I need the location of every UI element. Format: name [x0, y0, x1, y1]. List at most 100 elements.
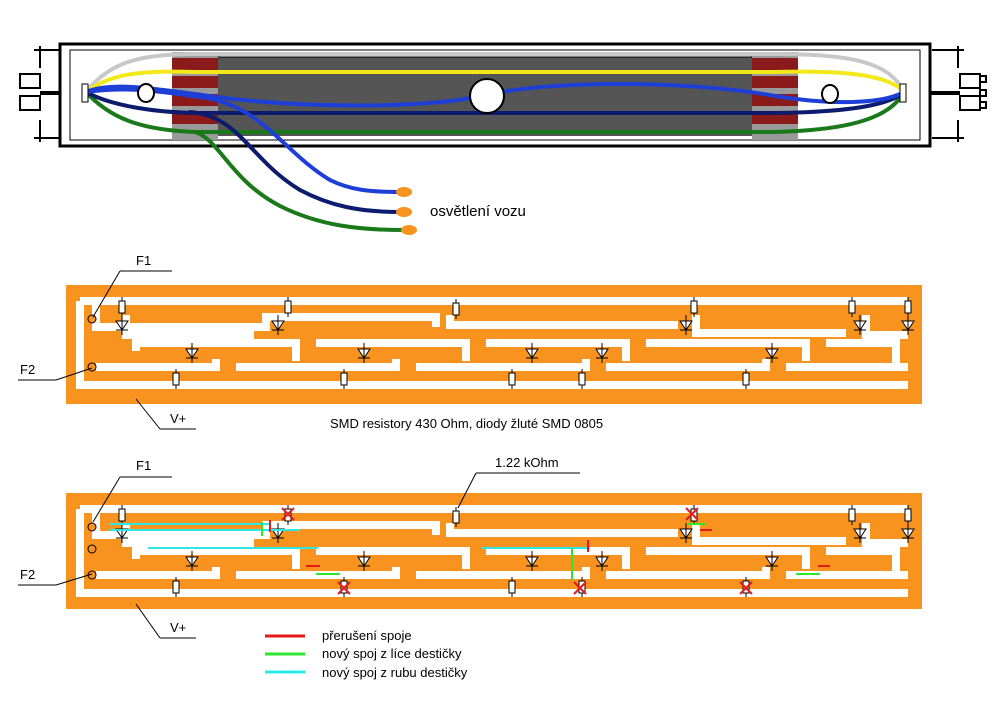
- resistor-icon: [452, 299, 460, 319]
- legend: přerušení spoje nový spoj z líce destičk…: [265, 628, 468, 680]
- pcb-gap: [96, 359, 220, 371]
- legend-label-cut: přerušení spoje: [322, 628, 412, 643]
- resistor-icon: [118, 297, 126, 317]
- removed-part-cross-icon: [573, 581, 587, 595]
- wire-out-navy: [188, 110, 402, 214]
- coupler-right-icon: [930, 46, 987, 142]
- led-diode-icon: [595, 551, 609, 571]
- pcb-gap: [646, 339, 810, 361]
- removed-part-cross-icon: [281, 507, 295, 521]
- wire-gray: [84, 52, 906, 94]
- label-f1: F1: [136, 253, 151, 268]
- pcb-gap: [316, 547, 470, 569]
- led-diode-icon: [901, 523, 915, 543]
- label-vplus: V+: [170, 411, 186, 426]
- removed-part-cross-icon: [685, 507, 699, 521]
- resistor-icon: [508, 369, 516, 389]
- connector-right: [752, 52, 798, 140]
- led-diode-icon: [679, 315, 693, 335]
- wire-green: [84, 90, 906, 134]
- mount-hole-right: [821, 84, 839, 104]
- led-diode-icon: [853, 315, 867, 335]
- pcb-gap: [76, 509, 908, 597]
- pcb-gap: [306, 521, 440, 535]
- led-diode-icon: [765, 343, 779, 363]
- pcb-gap: [416, 359, 590, 371]
- pcb-gap: [486, 339, 630, 361]
- resistor-icon: [904, 297, 912, 317]
- led-diode-icon: [595, 343, 609, 363]
- wire-out-green: [193, 130, 406, 232]
- pcb-gap: [826, 339, 900, 365]
- lighting-caption: osvětlení vozu: [430, 203, 526, 220]
- mount-hole-center: [469, 78, 505, 114]
- removed-part-cross-icon: [337, 581, 351, 595]
- mount-hole-left: [137, 83, 155, 103]
- led-diode-icon: [765, 551, 779, 571]
- pcb-gap: [132, 339, 300, 361]
- pcb-gap: [416, 567, 590, 579]
- led-diode-icon: [271, 315, 285, 335]
- pcb-gap: [132, 547, 300, 569]
- coupler-left-icon: [19, 46, 60, 142]
- pcb-gap: [692, 523, 846, 545]
- wire-yellow: [84, 69, 906, 94]
- led-diode-icon: [185, 551, 199, 571]
- led-diode-icon: [525, 343, 539, 363]
- pcb-gap: [692, 315, 846, 337]
- resistor-icon: [848, 297, 856, 317]
- wire-navy: [84, 90, 906, 115]
- pcb-gap: [316, 339, 470, 361]
- coach-wiring: osvětlení vozu: [19, 42, 987, 235]
- led-diode-icon: [525, 551, 539, 571]
- solder-pad: [87, 522, 97, 532]
- resistor-icon: [690, 297, 698, 317]
- pcb-modified: F1 F2 V+ 1.22 kOhm: [18, 455, 922, 639]
- resistor-icon: [742, 369, 750, 389]
- led-diode-icon: [901, 315, 915, 335]
- pcb-gap: [446, 523, 666, 537]
- led-diode-icon: [679, 523, 693, 543]
- resistor-icon: [340, 369, 348, 389]
- resistor-icon: [172, 369, 180, 389]
- pcb-original: F1 F2 V+ SMD resistory 430 Ohm, diody žl…: [18, 253, 922, 431]
- resistor-note: 1.22 kOhm: [495, 455, 559, 470]
- solder-pad: [87, 314, 97, 324]
- wire-plug-icon: [396, 187, 417, 235]
- resistor-icon: [578, 369, 586, 389]
- resistor-icon: [284, 297, 292, 317]
- led-diode-icon: [185, 343, 199, 363]
- pcb-gap: [606, 567, 770, 579]
- solder-pad: [87, 544, 97, 554]
- led-diode-icon: [853, 523, 867, 543]
- coach-inner-frame: [69, 49, 921, 141]
- label-f2: F2: [20, 362, 35, 377]
- resistor-icon: [452, 507, 460, 527]
- pcb-gap: [306, 313, 440, 327]
- pcb-gap: [826, 547, 900, 573]
- resistor-icon: [508, 577, 516, 597]
- pcb-gap: [76, 301, 908, 389]
- resistor-icon: [904, 505, 912, 525]
- led-diode-icon: [271, 523, 285, 543]
- led-diode-icon: [357, 343, 371, 363]
- resistor-icon: [848, 505, 856, 525]
- led-diode-icon: [357, 551, 371, 571]
- legend-label-front: nový spoj z líce destičky: [322, 646, 462, 661]
- label-vplus: V+: [170, 620, 186, 635]
- pcb-gap: [606, 359, 770, 371]
- removed-part-cross-icon: [739, 581, 753, 595]
- pcb-gap: [646, 547, 810, 569]
- wire-out-blue: [188, 94, 402, 194]
- pcb-gap: [446, 315, 666, 329]
- pcb-gap: [486, 547, 630, 569]
- led-diode-icon: [115, 315, 129, 335]
- pcb-caption: SMD resistory 430 Ohm, diody žluté SMD 0…: [330, 416, 603, 431]
- pcb-gap: [96, 567, 220, 579]
- label-f1: F1: [136, 458, 151, 473]
- pcb-gap: [236, 359, 400, 371]
- resistor-icon: [172, 577, 180, 597]
- legend-label-back: nový spoj z rubu destičky: [322, 665, 468, 680]
- pcb-gap: [236, 567, 400, 579]
